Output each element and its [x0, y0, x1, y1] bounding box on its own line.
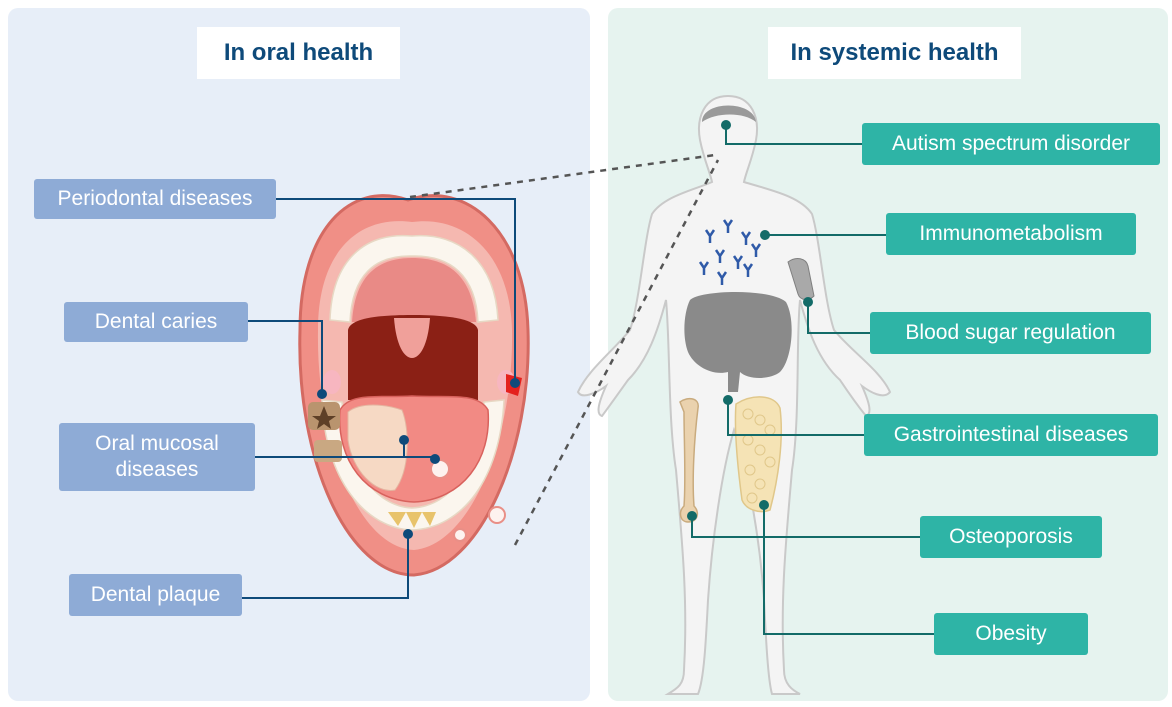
carious-tooth-2: [314, 440, 342, 462]
marker-mucosal-1: [399, 435, 409, 445]
label-immunometabolism: Immunometabolism: [886, 213, 1136, 255]
systemic-health-title: In systemic health: [768, 27, 1021, 79]
marker-osteo: [687, 511, 697, 521]
label-oral-mucosal-diseases: Oral mucosal diseases: [59, 423, 255, 491]
label-osteoporosis: Osteoporosis: [920, 516, 1102, 558]
label-oral-mucosal-line1: Oral mucosal: [95, 431, 219, 457]
leader-obesity: [764, 505, 934, 634]
label-gastrointestinal-diseases: Gastrointestinal diseases: [864, 414, 1158, 456]
human-body-illustration: [578, 96, 890, 694]
open-mouth-illustration: [300, 196, 528, 575]
label-oral-mucosal-line2: diseases: [116, 457, 199, 483]
mouth-ulcer-3: [454, 529, 466, 541]
label-blood-sugar-regulation: Blood sugar regulation: [870, 312, 1151, 354]
marker-caries: [317, 389, 327, 399]
marker-plaque: [403, 529, 413, 539]
marker-gastro: [723, 395, 733, 405]
gum-swelling-left: [323, 370, 341, 394]
oral-health-title: In oral health: [197, 27, 400, 79]
label-dental-caries: Dental caries: [64, 302, 248, 342]
mouth-ulcer-2: [489, 507, 505, 523]
marker-obesity: [759, 500, 769, 510]
label-dental-plaque: Dental plaque: [69, 574, 242, 616]
marker-mucosal-2: [430, 454, 440, 464]
label-autism-spectrum-disorder: Autism spectrum disorder: [862, 123, 1160, 165]
marker-blood-sugar: [803, 297, 813, 307]
marker-periodontal: [510, 378, 520, 388]
marker-autism: [721, 120, 731, 130]
body-silhouette: [578, 96, 890, 694]
leader-osteo: [692, 516, 920, 537]
label-obesity: Obesity: [934, 613, 1088, 655]
marker-immuno: [760, 230, 770, 240]
label-periodontal-diseases: Periodontal diseases: [34, 179, 276, 219]
